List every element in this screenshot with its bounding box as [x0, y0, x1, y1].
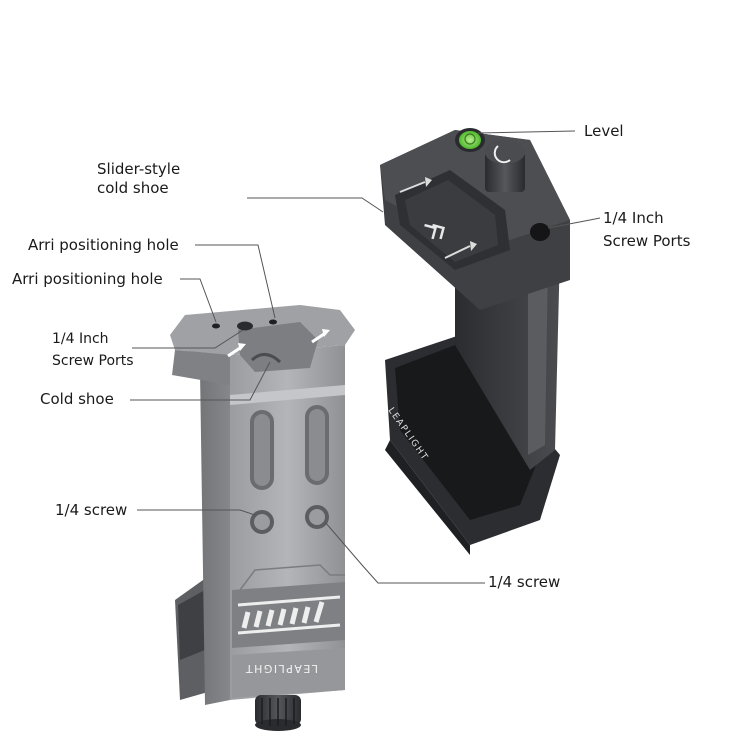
label-arri-hole-1: Arri positioning hole	[28, 236, 179, 254]
label-arri-hole-2: Arri positioning hole	[12, 270, 163, 288]
screw-port-front	[237, 321, 253, 331]
label-screw-ports-left-line2: Screw Ports	[52, 353, 134, 369]
label-screw-ports-right-line1: 1/4 Inch	[603, 209, 664, 227]
label-screw-right: 1/4 screw	[488, 573, 561, 591]
stripe-graphic	[241, 601, 325, 629]
label-screw-left: 1/4 screw	[55, 501, 128, 519]
rear-clamp: LEAPLIGHT	[380, 128, 570, 555]
arri-hole-1	[212, 323, 220, 329]
label-cold-shoe: Cold shoe	[40, 390, 114, 408]
rubber-pad	[395, 345, 540, 520]
label-slider-cold-shoe-line1: Slider-style	[97, 160, 181, 178]
label-screw-ports-right-line2: Screw Ports	[603, 232, 691, 250]
cold-shoe-recess	[238, 322, 318, 372]
label-level: Level	[584, 122, 624, 140]
label-slider-cold-shoe-line2: cold shoe	[97, 179, 169, 197]
leader-lines	[130, 130, 601, 584]
arri-hole-2	[269, 319, 277, 325]
front-clamp: LEAPLIGHT	[170, 305, 355, 731]
label-screw-ports-left-line1: 1/4 Inch	[52, 331, 109, 347]
screw-port-rear	[530, 223, 550, 241]
brand-mark-front: LEAPLIGHT	[244, 662, 318, 675]
